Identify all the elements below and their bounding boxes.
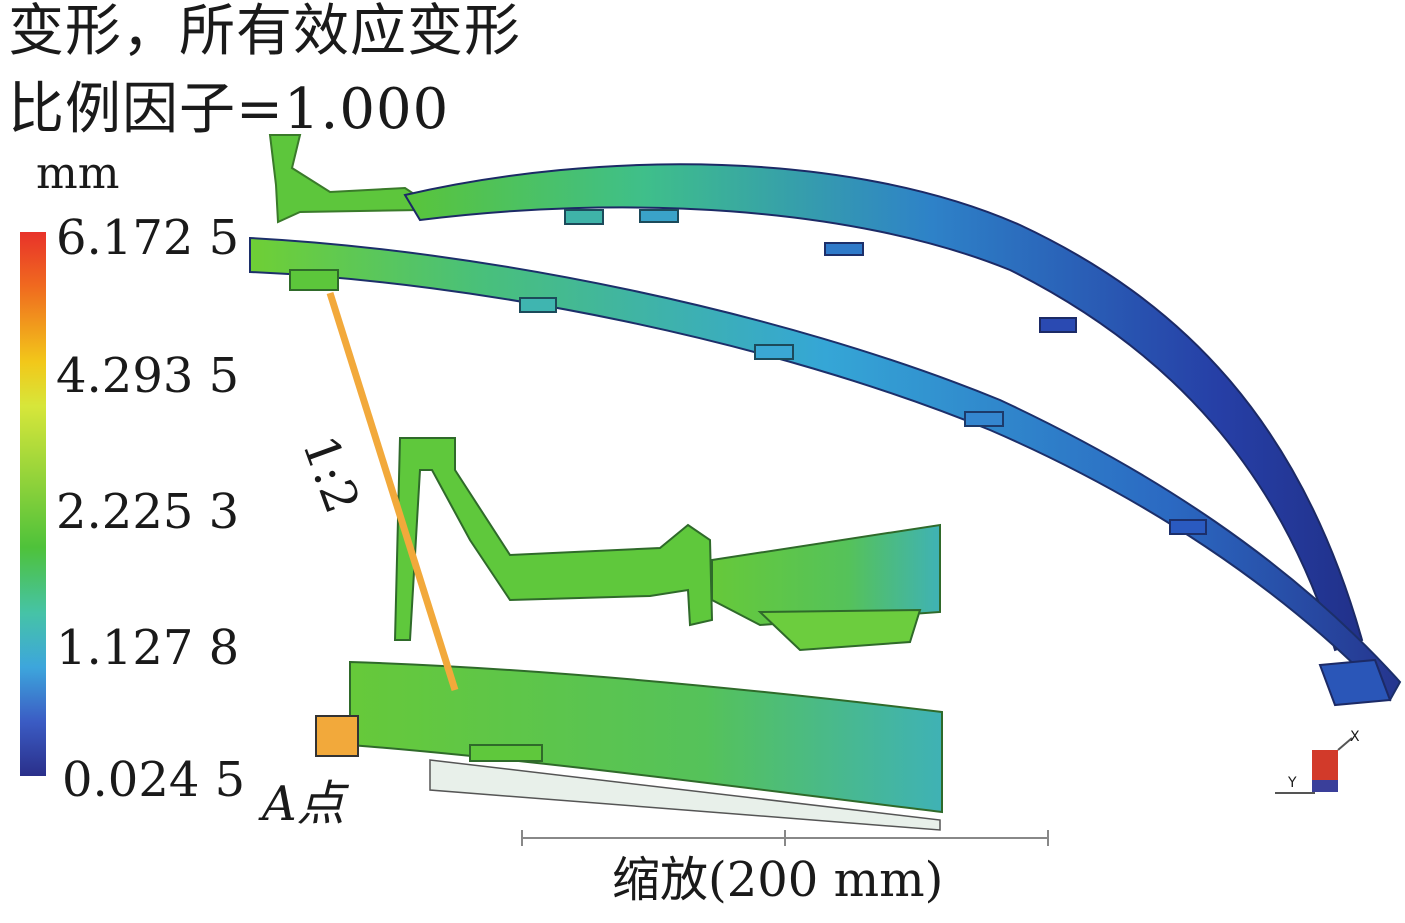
legend-tick-max: 6.172 5 xyxy=(56,210,240,266)
lower-trim-part xyxy=(249,236,1402,707)
scale-bar-label: 缩放(200 mm) xyxy=(612,852,944,908)
legend-tick-3: 2.225 3 xyxy=(56,484,240,540)
axis-triad xyxy=(1275,737,1353,794)
legend-unit: mm xyxy=(36,148,120,199)
scale-bar xyxy=(521,830,1049,846)
legend-tick-4: 1.127 8 xyxy=(56,620,240,676)
zoom-leader-line xyxy=(326,291,459,692)
triad-x-label: X xyxy=(1350,729,1360,745)
scale-factor-label: 比例因子=1.000 xyxy=(8,77,450,142)
legend-tick-2: 4.293 5 xyxy=(56,348,240,404)
figure-title: 变形，所有效应变形 xyxy=(8,0,521,64)
zoom-inset xyxy=(349,437,943,831)
point-a-marker xyxy=(315,715,359,757)
triad-y-label: Y xyxy=(1288,775,1297,791)
legend-tick-min: 0.024 5 xyxy=(62,752,246,808)
point-a-label: A点 xyxy=(262,776,345,832)
color-legend-bar xyxy=(20,232,46,776)
